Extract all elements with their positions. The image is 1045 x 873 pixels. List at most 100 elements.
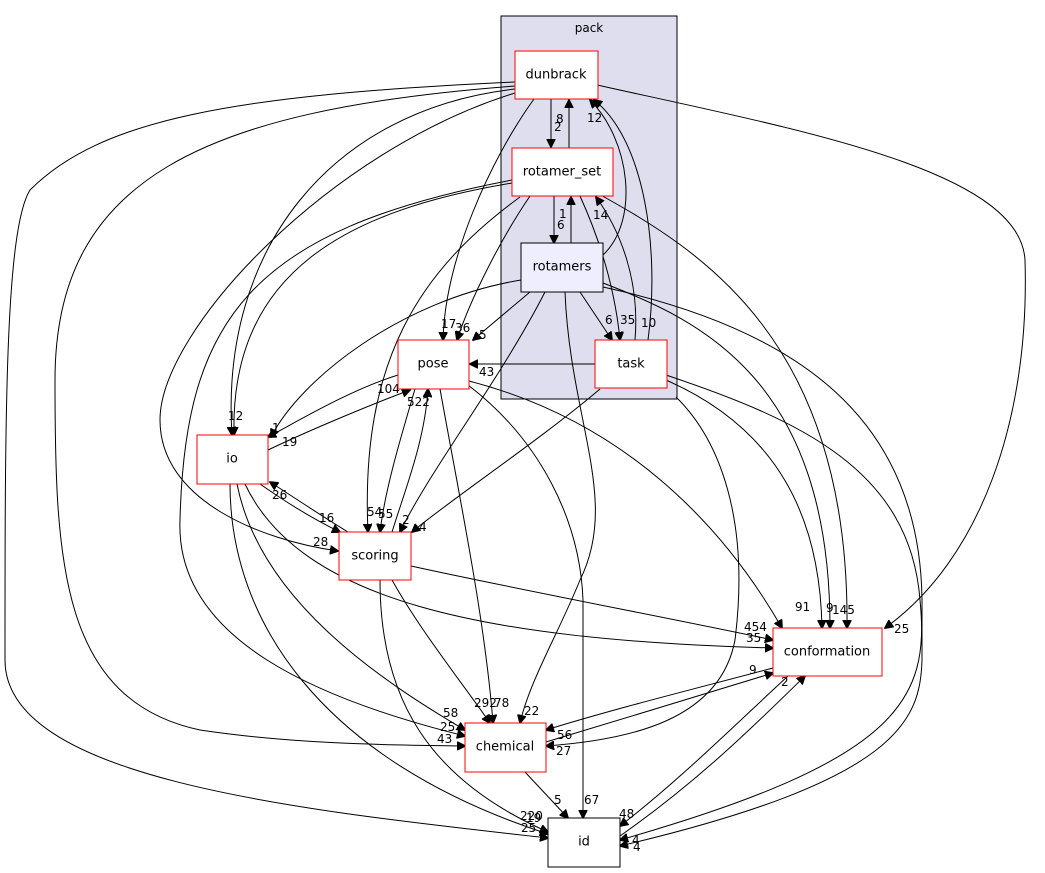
edge-labels: 8 2 12 1 6 14 17 36 5 43 6 35 10 104 522… [228, 111, 909, 854]
edge-label: 454 [744, 620, 767, 634]
edge-label: 12 [228, 409, 243, 423]
edge-label: 9 [826, 601, 834, 615]
node-label: io [226, 452, 238, 467]
node-pose[interactable]: pose [397, 339, 470, 390]
edge-label: 22 [524, 704, 539, 718]
node-rotamers[interactable]: rotamers [520, 242, 604, 293]
edge-label: 67 [584, 793, 599, 807]
edge-task-chemical [546, 396, 740, 746]
node-label: chemical [476, 740, 534, 755]
edge-label: 6 [605, 313, 613, 327]
edge-label: 36 [455, 321, 470, 335]
edge-dunbrack-conformation [596, 84, 1026, 628]
edge-pose-io [268, 374, 399, 437]
node-label: scoring [351, 549, 398, 564]
node-scoring[interactable]: scoring [338, 531, 412, 581]
edge-rotamers-dunbrack [590, 100, 627, 256]
edge-chemical-id [524, 771, 568, 818]
edge-label: 58 [443, 706, 458, 720]
node-chemical[interactable]: chemical [464, 722, 547, 773]
edge-label: 12 [587, 111, 602, 125]
edge-pose-chemical [439, 388, 493, 723]
edge-rotamer_set-chemical [179, 179, 513, 736]
node-label: pose [418, 357, 449, 372]
edge-label: 55 [378, 507, 393, 521]
edge-label: 1 [272, 421, 280, 435]
edge-label: 91 [795, 600, 810, 614]
node-io[interactable]: io [196, 434, 269, 485]
edge-scoring-conformation [410, 565, 773, 640]
edge-rotamers-id [602, 286, 923, 846]
edge-task-dunbrack [594, 100, 653, 341]
edges [4, 81, 1026, 846]
edge-label: 26 [272, 488, 287, 502]
node-task[interactable]: task [594, 339, 668, 389]
edge-dunbrack-scoring [159, 92, 516, 551]
edge-scoring-pose [391, 389, 428, 533]
edge-label: 19 [526, 811, 541, 825]
cluster-label: pack [575, 21, 604, 35]
edge-label: 43 [479, 365, 494, 379]
edge-rotamers-io [271, 279, 522, 437]
edge-label: 292 [474, 696, 497, 710]
edge-label: 145 [832, 603, 855, 617]
edge-label: 17 [441, 317, 456, 331]
edge-chemical-conformation [545, 673, 773, 743]
edge-rotamer_set-io [234, 182, 513, 435]
edge-scoring-io [270, 482, 349, 533]
node-id[interactable]: id [547, 817, 621, 868]
edge-label: 2 [402, 513, 410, 527]
edge-io-pose [267, 390, 410, 451]
edge-label: 9 [749, 663, 757, 677]
edge-io-chemical [236, 483, 465, 730]
edge-label: 25 [894, 622, 909, 636]
node-rotamer_set[interactable]: rotamer_set [511, 147, 614, 197]
edge-label: 56 [557, 728, 572, 742]
edge-task-scoring [412, 388, 601, 532]
edge-task-id [620, 374, 923, 840]
edge-label: 43 [437, 732, 452, 746]
edge-label: 220 [520, 809, 543, 823]
edge-task-rotamer_set [596, 197, 637, 341]
edge-scoring-id [379, 579, 548, 832]
node-label: task [617, 357, 645, 372]
edge-rotamer_set-scoring [367, 196, 521, 532]
edge-rotamers-pose [473, 291, 531, 340]
node-label: id [578, 835, 590, 850]
edge-task-conformation [665, 379, 822, 628]
edge-label: 78 [494, 696, 509, 710]
edge-dunbrack-pose [443, 98, 535, 340]
edge-pose-scoring [380, 388, 416, 532]
edge-label: 48 [619, 807, 634, 821]
edge-label: 2 [554, 120, 562, 134]
node-conformation[interactable]: conformation [772, 627, 883, 677]
edge-label: 35 [620, 313, 635, 327]
edge-label: 104 [377, 382, 400, 396]
edge-rotamer_set-conformation [596, 192, 847, 628]
edge-label: 54 [367, 505, 382, 519]
node-label: rotamers [533, 260, 592, 275]
edge-label: 5 [554, 793, 562, 807]
edge-label: 6 [557, 218, 565, 232]
edge-rotamer_set-task [579, 195, 620, 340]
node-label: dunbrack [526, 68, 587, 83]
edge-label: 35 [746, 631, 761, 645]
edge-pose-conformation [468, 380, 782, 628]
edge-label: 27 [556, 744, 571, 758]
edge-label: 5 [479, 328, 487, 342]
edge-dunbrack-id [4, 81, 548, 838]
edge-label: 4 [632, 833, 640, 847]
node-label: conformation [784, 645, 871, 660]
edge-label: 10 [641, 316, 656, 330]
edge-label: 4 [633, 840, 641, 854]
edge-label: 25 [521, 821, 536, 835]
edge-label: 28 [313, 535, 328, 549]
edge-rotamer_set-pose [457, 195, 531, 340]
edge-io-id [229, 483, 548, 834]
edge-label: 14 [593, 208, 608, 222]
node-dunbrack[interactable]: dunbrack [514, 50, 599, 100]
edge-io-conformation [244, 483, 773, 648]
edge-label: 2 [781, 675, 789, 689]
edge-label: 25 [440, 720, 455, 734]
